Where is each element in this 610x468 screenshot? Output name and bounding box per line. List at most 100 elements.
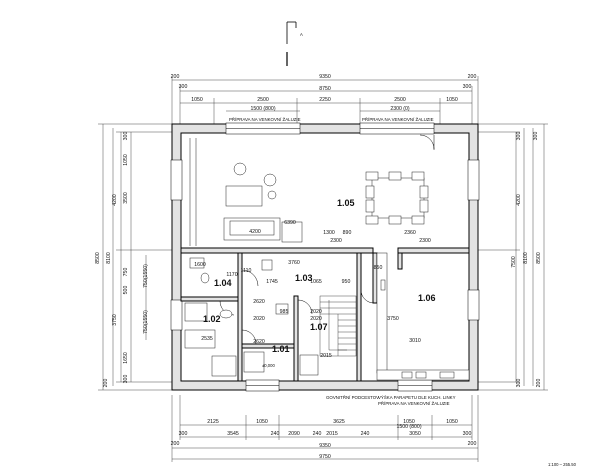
dimension-label: 9350 <box>319 74 331 80</box>
staircase <box>319 295 357 357</box>
dimension-label: 750 <box>123 268 129 277</box>
dimension-label: 3500 <box>123 192 129 204</box>
dimension-label: 1745 <box>266 279 278 285</box>
room-label-1.03: 1.03 <box>295 273 313 283</box>
level-mark: ±0,000 <box>262 363 275 368</box>
dimension-label: 3750 <box>112 314 118 326</box>
dimension-label: 2360 <box>404 230 416 236</box>
blind-note-bottom: PŘÍPRAVA NA VENKOVNÍ ŽALUZIE <box>378 401 450 406</box>
dimension-label: 2300 <box>330 238 342 244</box>
dimension-label: 3625 <box>333 419 345 425</box>
dimension-label: 200 <box>536 379 542 388</box>
dimension-label: 200 <box>468 74 477 80</box>
dimension-label: 1050 <box>123 154 129 166</box>
dimension-label: 7500 <box>511 256 517 268</box>
annotations: PŘÍPRAVA NA VENKOVNÍ ŽALUZIE PŘÍPRAVA NA… <box>229 117 577 467</box>
dimension-label: 2250 <box>319 97 331 103</box>
dimension-label: 1500 (800) <box>396 424 421 430</box>
dimension-label: 240 <box>313 431 322 437</box>
corner-text: 1:100 – 255.50 <box>548 462 577 467</box>
dimension-label: 2300 <box>419 238 431 244</box>
outer-walls <box>170 122 480 392</box>
utility-fixtures <box>261 259 319 376</box>
dimension-label: 3050 <box>409 431 421 437</box>
dimension-label: 985 <box>280 309 289 315</box>
dimension-label: 8750 <box>319 86 331 92</box>
floor-note: GOVNITŘNÍ PODCESTOV <box>326 395 379 400</box>
room-label-1.07: 1.07 <box>310 322 328 332</box>
dimension-label: 300 <box>463 431 472 437</box>
dimension-label: 2125 <box>207 419 219 425</box>
bathroom-fixtures <box>184 257 265 377</box>
dimension-label: 1050 <box>446 419 458 425</box>
dimension-label: 4200 <box>516 194 522 206</box>
room-label-1.06: 1.06 <box>418 293 436 303</box>
dimension-label: 950 <box>342 279 351 285</box>
dimension-label: 1050 <box>191 97 203 103</box>
dimension-label: 1050 <box>446 97 458 103</box>
doors <box>219 134 435 345</box>
dimension-label: 1300 <box>323 230 335 236</box>
dimension-label: 850 <box>374 265 383 271</box>
dimension-label: 890 <box>343 230 352 236</box>
dimension-label: 200 <box>171 441 180 447</box>
dimension-label: 200 <box>171 74 180 80</box>
dimension-label: 200 <box>103 379 109 388</box>
dimension-label: 1500 (800) <box>250 106 275 112</box>
dimension-label: 4200 <box>249 229 261 235</box>
dimension-label: 3750 <box>387 316 399 322</box>
dimension-label: 1110 <box>241 268 252 274</box>
dimension-label: 300 <box>123 132 129 141</box>
left-dimension-lines <box>98 123 180 391</box>
dimension-label: 300 <box>516 132 522 141</box>
dimension-label: 2015 <box>320 353 332 359</box>
bottom-dimension-lines <box>171 395 479 462</box>
dimension-label: 2500 <box>257 97 269 103</box>
parapet-note: VÝŠKA PARAPETU DLE KUCH. LINKY <box>378 395 456 400</box>
dimension-label: 300 <box>179 84 188 90</box>
dimension-label: 6390 <box>284 220 296 226</box>
dimension-label: 2020 <box>253 316 265 322</box>
dimension-label: 9350 <box>319 443 331 449</box>
dimension-label: 8100 <box>523 252 529 264</box>
north-arrow-icon: A <box>286 21 303 66</box>
dimension-label: 300 <box>533 132 539 141</box>
dimension-label: 1600 <box>194 262 206 268</box>
dimension-label: 300 <box>516 379 522 388</box>
room-label-1.02: 1.02 <box>203 314 221 324</box>
dimension-label: 200 <box>468 441 477 447</box>
right-dimension-lines <box>472 123 548 391</box>
dimension-label: 2300 (0) <box>390 106 410 112</box>
dimension-label: 240 <box>361 431 370 437</box>
dimension-label: 2535 <box>201 336 213 342</box>
dimension-label: 2500 <box>394 97 406 103</box>
dimension-label: 1650 <box>123 352 129 364</box>
dimension-label: 1050 <box>403 419 415 425</box>
room-label-1.04: 1.04 <box>214 278 232 288</box>
dimension-label: 1170 <box>226 272 237 278</box>
dimension-label: 1065 <box>310 279 322 285</box>
dimension-label: 3010 <box>409 338 421 344</box>
blind-note-top-right: PŘÍPRAVA NA VENKOVNÍ ŽALUZIE <box>362 117 434 122</box>
dimension-label: 500 <box>123 286 129 295</box>
dining-table <box>365 171 429 225</box>
dimension-label: 4200 <box>112 194 118 206</box>
living-room-furniture <box>189 138 303 246</box>
dimension-label: 3545 <box>227 431 239 437</box>
room-label-1.05: 1.05 <box>337 198 355 208</box>
room-label-1.01: 1.01 <box>272 344 290 354</box>
dimension-label: 2620 <box>253 299 265 305</box>
interior-walls <box>180 247 470 382</box>
dimension-label: 2015 <box>326 431 338 437</box>
dimension-label: 750(1550) <box>143 264 149 288</box>
top-dimension-lines <box>171 76 479 124</box>
blind-note-top-left: PŘÍPRAVA NA VENKOVNÍ ŽALUZIE <box>229 117 301 122</box>
dimension-label: 1050 <box>256 419 268 425</box>
dimension-label: 2090 <box>288 431 300 437</box>
dimension-label: 8100 <box>106 252 112 264</box>
dimension-label: 300 <box>123 375 129 384</box>
